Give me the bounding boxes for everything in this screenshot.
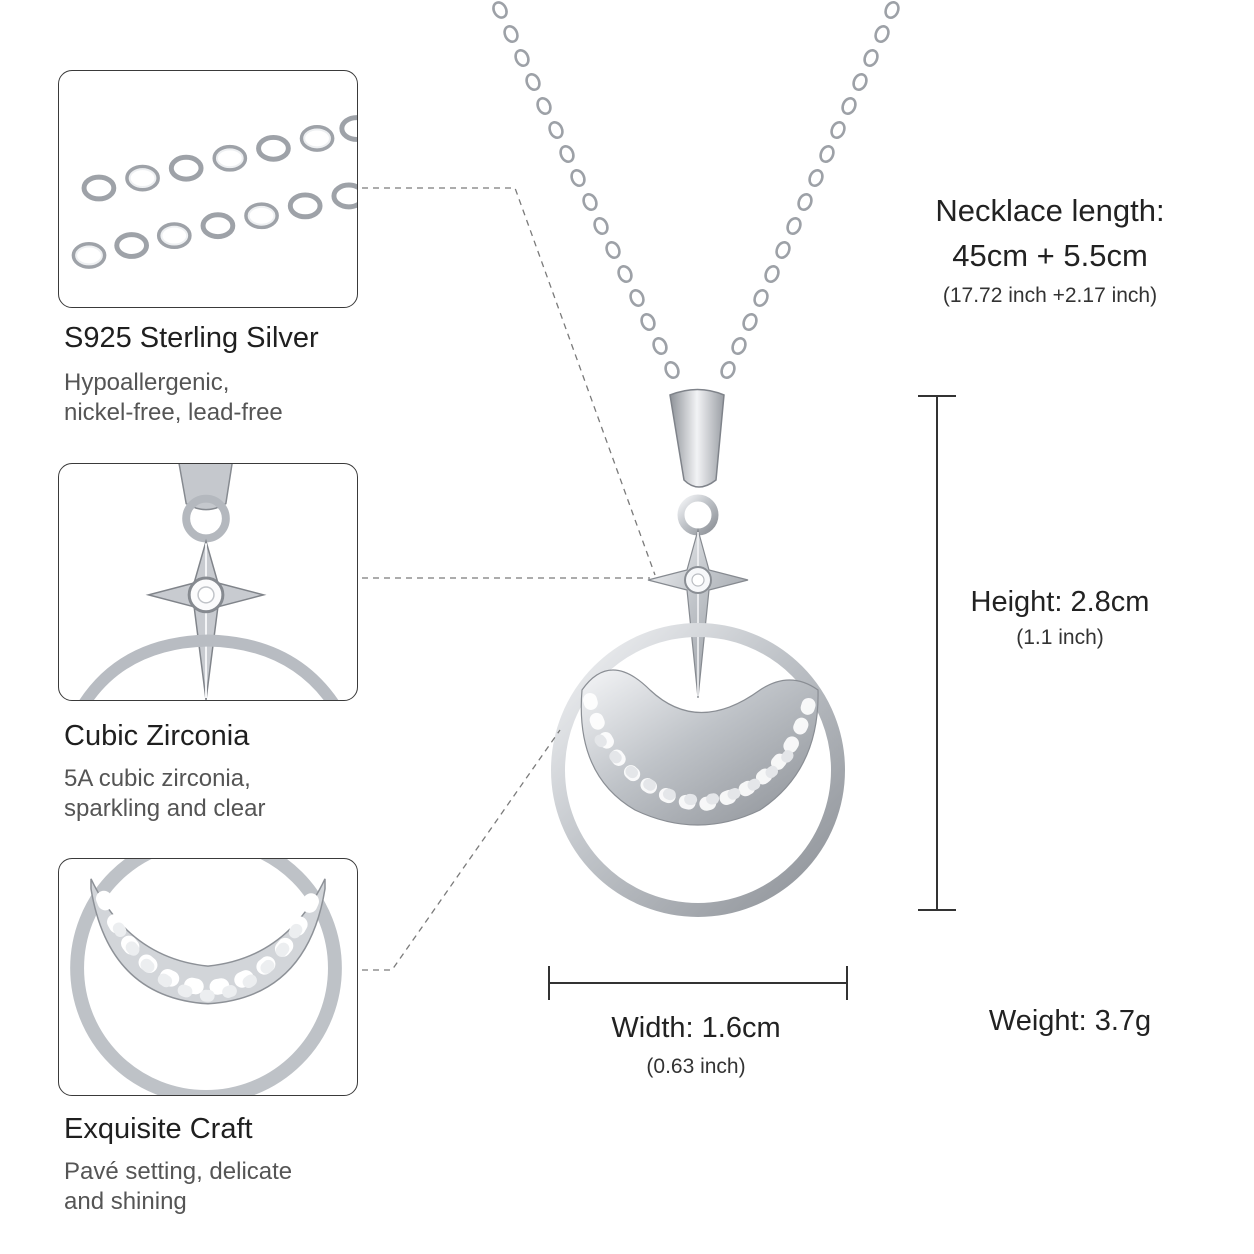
- feature-desc-line: sparkling and clear: [64, 795, 266, 822]
- crescent-pave-detail-image: [58, 858, 358, 1096]
- height-label: Height: 2.8cm: [970, 586, 1150, 618]
- necklace-length-value: 45cm + 5.5cm: [952, 238, 1148, 273]
- feature-title-silver: S925 Sterling Silver: [64, 322, 319, 354]
- height-dimension-bar: [918, 395, 956, 911]
- width-label: Width: 1.6cm: [611, 1012, 781, 1044]
- pendant-bail: [669, 388, 725, 488]
- height-inch: (1.1 inch): [1016, 626, 1104, 649]
- chain-detail-icon: [71, 115, 357, 269]
- bail-jump-ring: [677, 494, 719, 536]
- leader-lines: [362, 187, 656, 971]
- feature-title-craft: Exquisite Craft: [64, 1113, 253, 1145]
- star-stone-detail-icon: [79, 464, 339, 700]
- chain-left: [492, 1, 680, 379]
- weight-label: Weight: 3.7g: [988, 1005, 1152, 1037]
- feature-desc-craft: Pavé setting, delicate and shining: [64, 1157, 384, 1217]
- feature-desc-line: 5A cubic zirconia,: [64, 765, 251, 792]
- feature-desc-line: and shining: [64, 1188, 187, 1215]
- pendant-star: [647, 527, 749, 699]
- pendant-ring: [551, 623, 845, 917]
- feature-desc-line: Pavé setting, delicate: [64, 1158, 293, 1185]
- star-stone-detail-image: [58, 463, 358, 701]
- feature-desc-line: nickel-free, lead-free: [64, 399, 283, 426]
- chain-detail-image: [58, 70, 358, 308]
- necklace-length-label: Necklace length:: [935, 193, 1165, 228]
- width-dimension-bar: [548, 966, 848, 1000]
- necklace-length-inch: (17.72 inch +2.17 inch): [942, 284, 1158, 307]
- crescent-pave-detail-icon: [70, 859, 342, 1095]
- feature-desc-zirconia: 5A cubic zirconia, sparkling and clear: [64, 764, 384, 824]
- feature-desc-silver: Hypoallergenic, nickel-free, lead-free: [64, 368, 384, 428]
- pendant-crescent: [580, 669, 819, 826]
- feature-desc-line: Hypoallergenic,: [64, 369, 230, 396]
- feature-title-zirconia: Cubic Zirconia: [64, 720, 250, 752]
- chain-right: [720, 1, 900, 379]
- width-inch: (0.63 inch): [646, 1055, 746, 1078]
